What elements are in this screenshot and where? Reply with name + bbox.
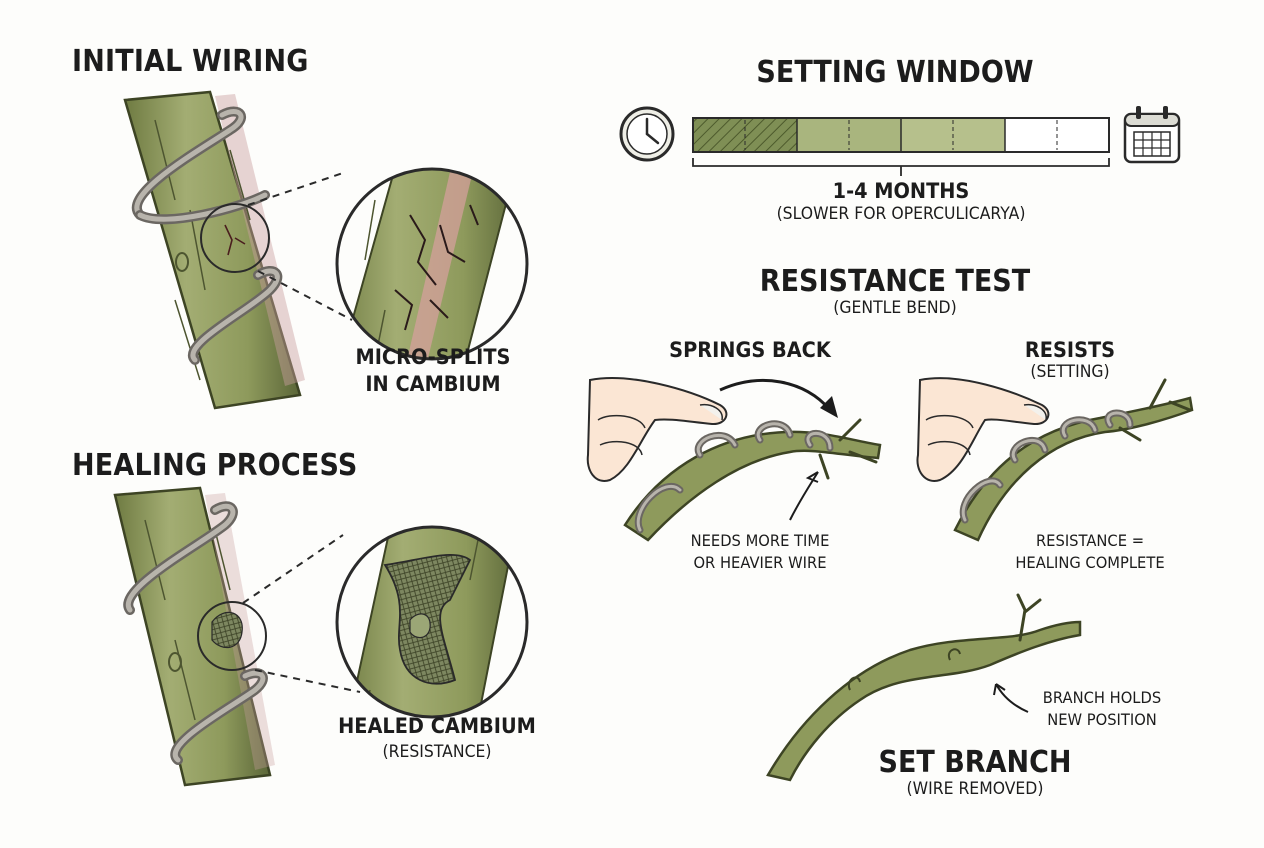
springs-back-note-line2: OR HEAVIER WIRE (693, 553, 827, 572)
duration-label: 1-4 MONTHS (832, 179, 970, 203)
resists-sub: (SETTING) (1030, 362, 1110, 382)
setting-window-title: SETTING WINDOW (756, 55, 1034, 90)
healed-cambium-label: HEALED CAMBIUM (338, 714, 536, 738)
initial-wiring-title: INITIAL WIRING (72, 44, 309, 79)
set-branch-title: SET BRANCH (878, 745, 1072, 780)
zoom-line-bottom-2 (254, 669, 361, 693)
resistance-test-sub: (GENTLE BEND) (833, 298, 957, 318)
resists-label: RESISTS (1024, 338, 1116, 362)
micro-splits-zoom (337, 169, 527, 359)
initial-wiring-trunk (123, 90, 305, 410)
zoom-line-top (247, 172, 344, 206)
resists-note-line1: RESISTANCE = (1035, 531, 1145, 550)
branch-holds-note-line1: BRANCH HOLDS (1042, 688, 1162, 707)
micro-splits-zoom-circle (335, 167, 529, 361)
resists-illustration (916, 377, 1194, 542)
resists-note: RESISTANCE = HEALING COMPLETE (989, 530, 1191, 574)
micro-splits-label-line2: IN CAMBIUM (365, 372, 501, 396)
branch-holds-note-line2: NEW POSITION (1047, 710, 1157, 729)
springs-back-illustration (586, 377, 882, 542)
springs-back-note-line1: NEEDS MORE TIME (690, 531, 830, 550)
set-branch-illustration (766, 593, 1082, 782)
healed-cambium-sub: (RESISTANCE) (382, 742, 492, 762)
healed-cambium-zoom (337, 527, 527, 717)
micro-splits-label: MICRO-SPLITS IN CAMBIUM (355, 344, 511, 398)
healing-focus-circle (197, 601, 267, 671)
operculicarya-note: (SLOWER FOR OPERCULICARYA) (776, 204, 1026, 224)
springs-back-note: NEEDS MORE TIME OR HEAVIER WIRE (668, 530, 852, 574)
resistance-test-title: RESISTANCE TEST (759, 264, 1031, 299)
healed-cambium-zoom-circle (335, 525, 529, 719)
healing-trunk (113, 486, 275, 787)
zoom-line-top-2 (242, 534, 344, 604)
timeline-bracket (692, 158, 1110, 176)
resists-note-line2: HEALING COMPLETE (1015, 553, 1165, 572)
zoom-line-bottom (257, 270, 353, 321)
micro-splits-label-line1: MICRO-SPLITS (355, 345, 511, 369)
set-branch-sub: (WIRE REMOVED) (906, 779, 1044, 799)
springs-back-label: SPRINGS BACK (669, 338, 831, 362)
clock-icon (619, 106, 675, 162)
timeline-bar (692, 117, 1110, 153)
healing-process-title: HEALING PROCESS (72, 448, 358, 483)
calendar-icon (1123, 106, 1181, 164)
initial-wiring-focus-circle (200, 203, 270, 273)
branch-holds-note: BRANCH HOLDS NEW POSITION (1028, 687, 1175, 731)
